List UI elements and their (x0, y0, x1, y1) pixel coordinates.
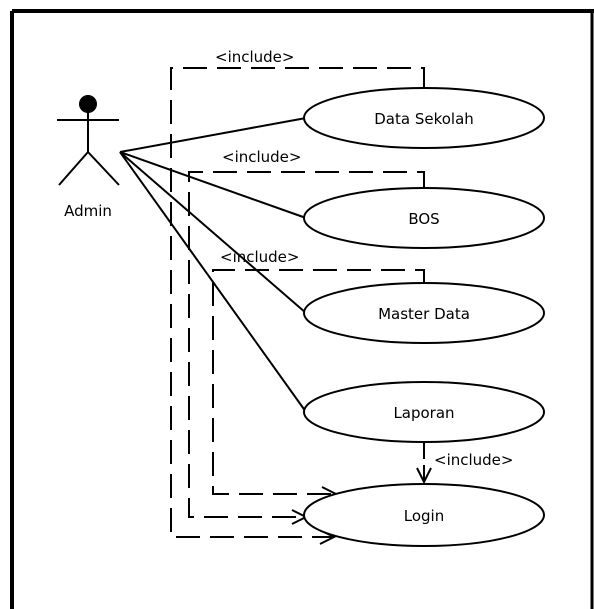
use-case-label: BOS (408, 210, 439, 228)
association-data-sekolah (119, 117, 307, 153)
include-path-master-data (212, 269, 425, 495)
include-path-bos (188, 171, 425, 518)
diagram-frame (10, 9, 594, 609)
use-case-data-sekolah[interactable]: Data Sekolah (303, 87, 545, 149)
include-label: <include> (220, 248, 299, 266)
association-bos (119, 151, 307, 219)
include-path-data-sekolah (170, 67, 425, 538)
use-case-label: Master Data (378, 305, 470, 323)
use-case-ellipse (303, 282, 545, 344)
use-case-label: Login (404, 507, 444, 525)
use-case-ellipse (303, 381, 545, 443)
include-arrowhead (416, 467, 432, 485)
use-case-label: Data Sekolah (374, 110, 474, 128)
include-label: <include> (434, 451, 513, 469)
use-case-ellipse (303, 187, 545, 249)
association-master-data (119, 151, 307, 314)
use-case-master-data[interactable]: Master Data (303, 282, 545, 344)
use-case-ellipse (303, 483, 545, 547)
include-label: <include> (222, 148, 301, 166)
include-label: <include> (215, 48, 294, 66)
stick-figure-icon (57, 95, 120, 186)
admin-actor[interactable]: Admin (57, 95, 120, 220)
include-dependencies: <include> <include> <include> <include> (170, 48, 513, 545)
actor-label: Admin (64, 202, 112, 220)
use-case-ellipse (303, 87, 545, 149)
use-case-bos[interactable]: BOS (303, 187, 545, 249)
use-case-login[interactable]: Login (303, 483, 545, 547)
use-case-laporan[interactable]: Laporan (303, 381, 545, 443)
use-case-label: Laporan (393, 404, 454, 422)
